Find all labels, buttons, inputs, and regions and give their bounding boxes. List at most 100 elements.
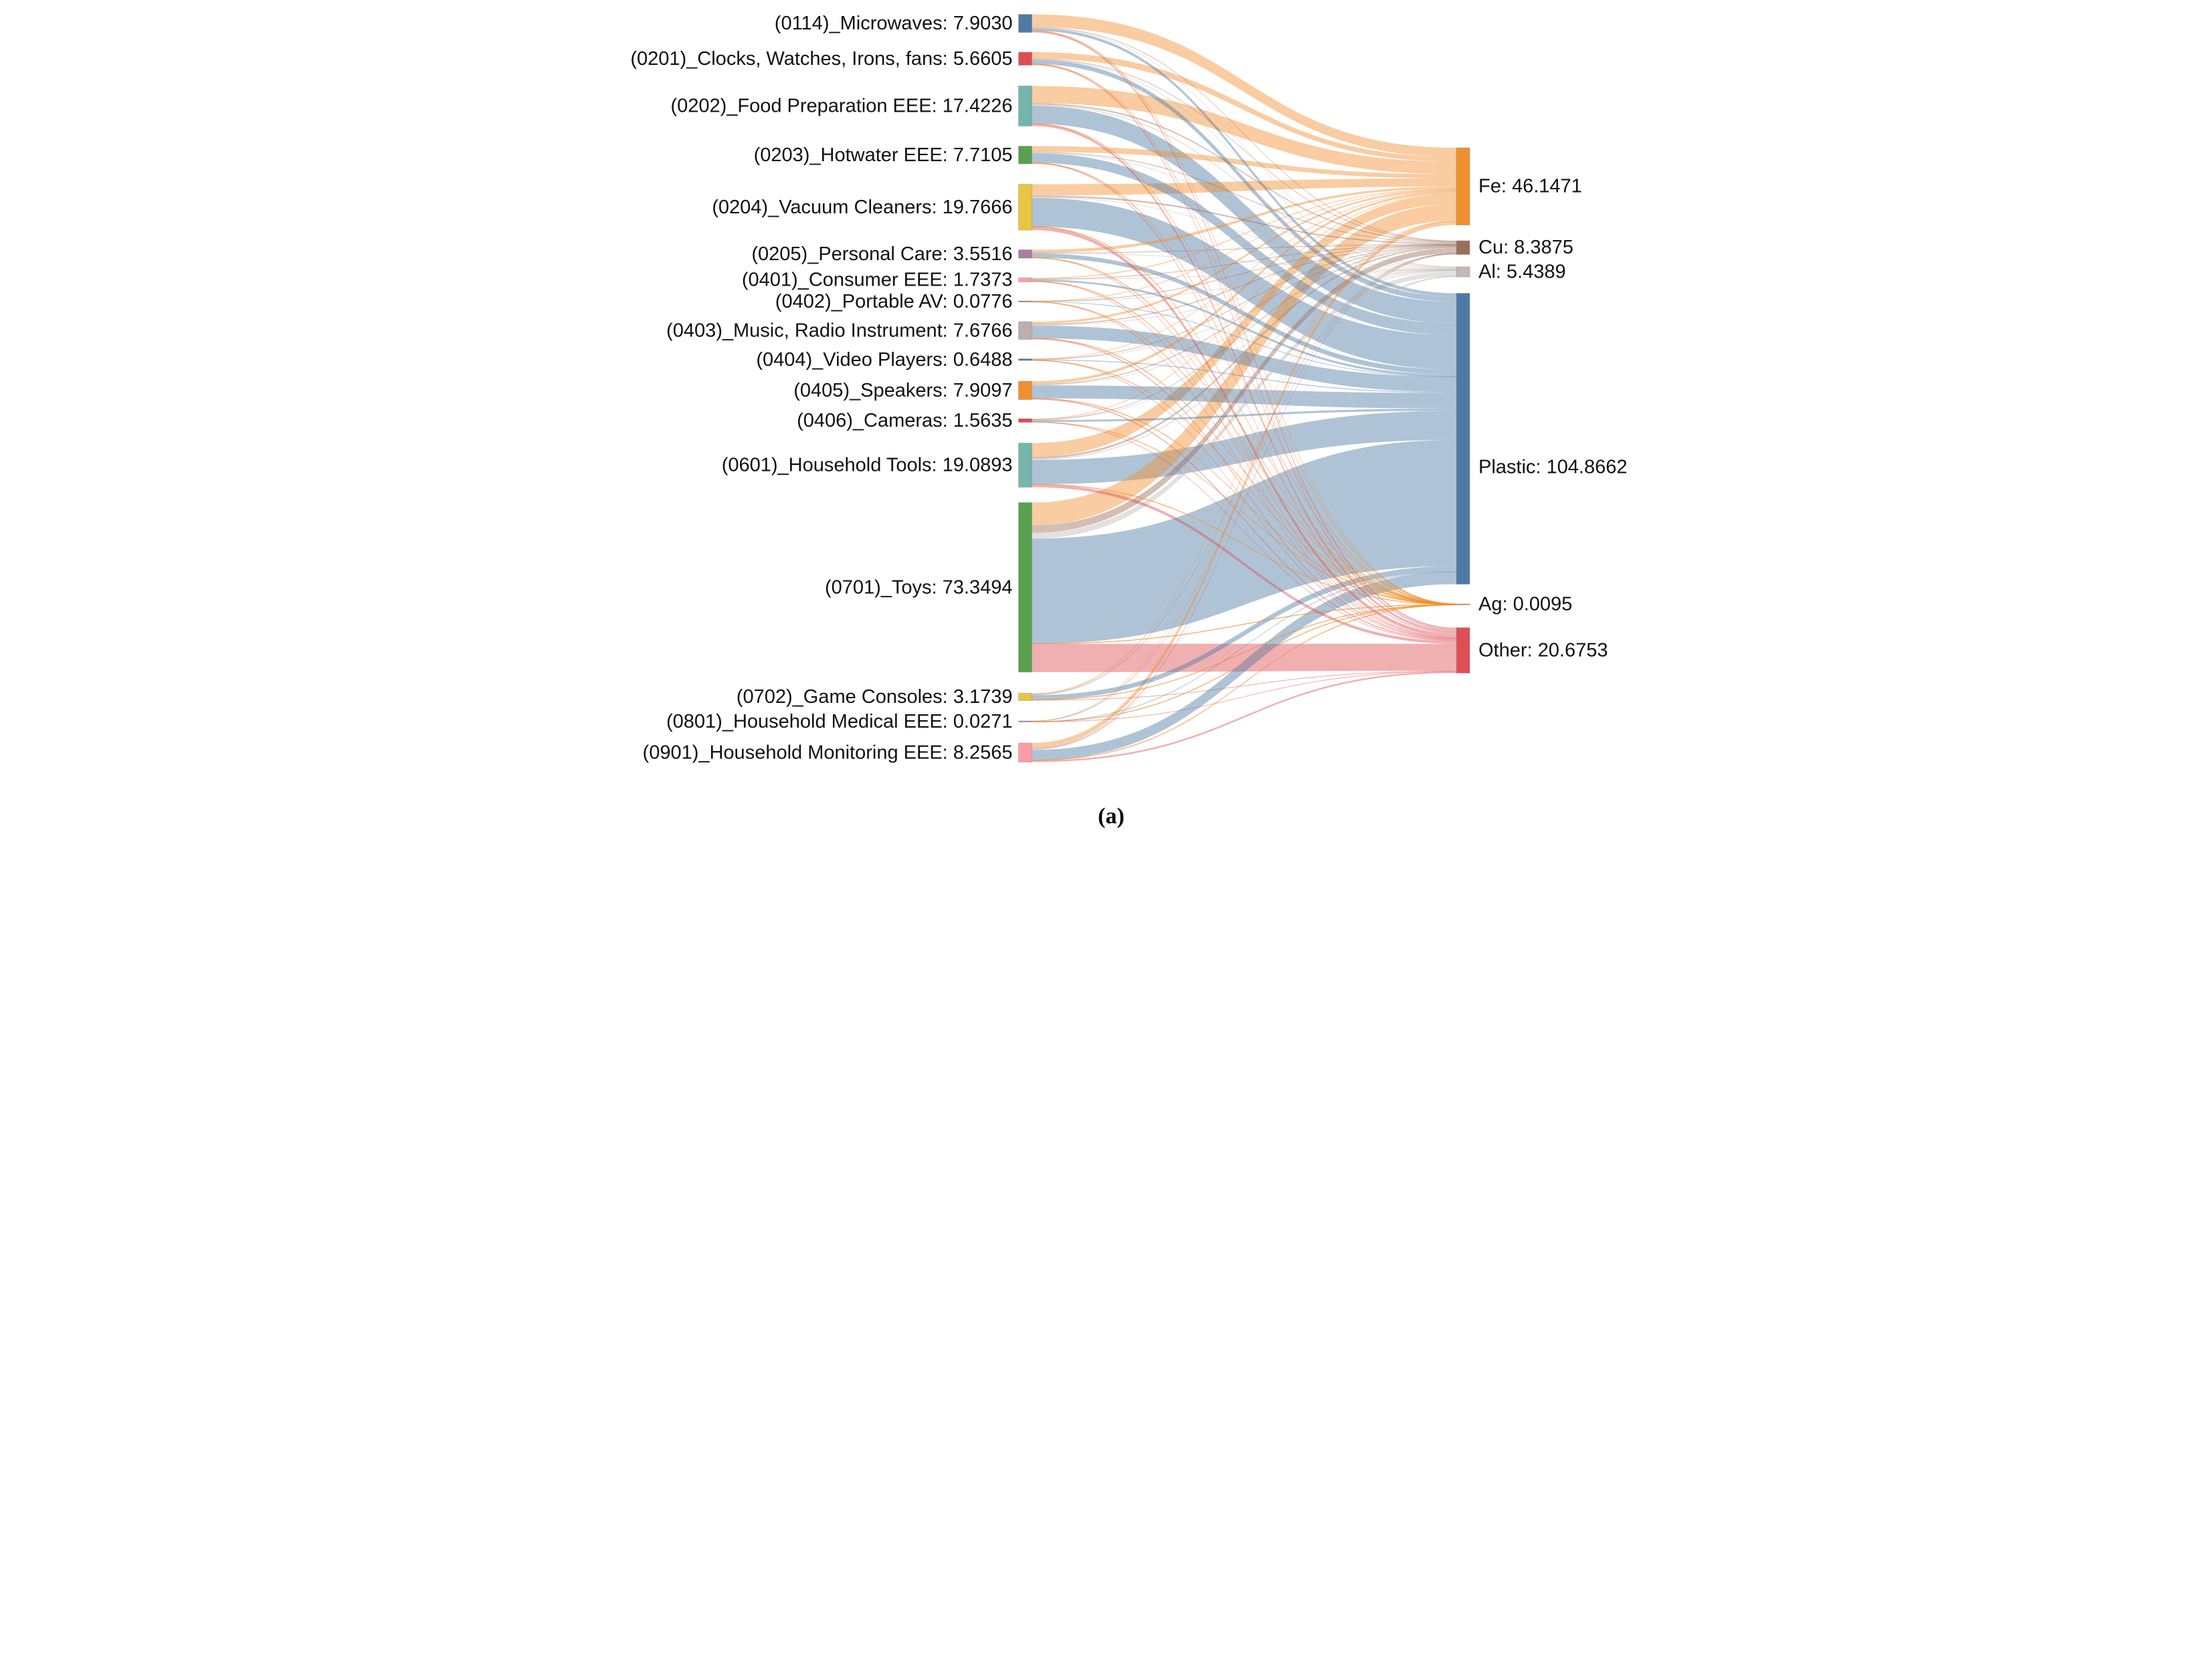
sankey-link-0702-game-consoles-to-cu[interactable] [1032, 253, 1456, 696]
sankey-link-0406-cameras-to-ag[interactable] [1032, 421, 1456, 605]
sankey-link-0701-toys-to-al[interactable] [1032, 272, 1456, 539]
sankey-link-0402-portable-av-to-fe[interactable] [1032, 189, 1456, 302]
sankey-link-0403-music-radio-instrument-to-fe[interactable] [1032, 189, 1456, 324]
sankey-node-0405-speakers[interactable] [1018, 381, 1032, 400]
sankey-link-0201-clocks-watches-irons-fans-to-ag[interactable] [1032, 64, 1456, 605]
sankey-link-0203-hotwater-eee-to-ag[interactable] [1032, 162, 1456, 605]
sankey-link-0403-music-radio-instrument-to-other[interactable] [1032, 338, 1456, 639]
sankey-link-0404-video-players-to-fe[interactable] [1032, 191, 1456, 360]
sankey-link-0404-video-players-to-al[interactable] [1032, 270, 1456, 360]
sankey-node-0403-music-radio-instrument[interactable] [1018, 321, 1032, 340]
sankey-link-0201-clocks-watches-irons-fans-to-al[interactable] [1032, 59, 1456, 268]
sankey-link-0901-household-monitoring-eee-to-ag[interactable] [1032, 604, 1456, 761]
sankey-link-0901-household-monitoring-eee-to-fe[interactable] [1032, 221, 1456, 748]
sankey-link-0202-food-preparation-eee-to-plastic[interactable] [1032, 106, 1456, 324]
sankey-link-0405-speakers-to-ag[interactable] [1032, 398, 1456, 605]
sankey-link-0402-portable-av-to-ag[interactable] [1032, 301, 1456, 605]
sankey-link-0404-video-players-to-other[interactable] [1032, 360, 1456, 640]
sankey-link-0601-household-tools-to-al[interactable] [1032, 270, 1456, 460]
sankey-link-0801-household-medical-eee-to-plastic[interactable] [1032, 571, 1456, 722]
sankey-node-0404-video-players[interactable] [1018, 358, 1032, 361]
sankey-link-0403-music-radio-instrument-to-ag[interactable] [1032, 338, 1456, 605]
sankey-link-0701-toys-to-fe[interactable] [1032, 204, 1456, 526]
sankey-link-0401-consumer-eee-to-other[interactable] [1032, 281, 1456, 639]
sankey-link-0204-vacuum-cleaners-to-plastic[interactable] [1032, 197, 1456, 370]
sankey-link-0601-household-tools-to-other[interactable] [1032, 484, 1456, 644]
sankey-link-0205-personal-care-to-fe[interactable] [1032, 186, 1456, 253]
sankey-link-0114-microwaves-to-fe[interactable] [1032, 14, 1456, 157]
sankey-link-0403-music-radio-instrument-to-al[interactable] [1032, 269, 1456, 326]
sankey-node-cu[interactable] [1456, 240, 1470, 255]
sankey-link-0401-consumer-eee-to-fe[interactable] [1032, 189, 1456, 280]
sankey-link-0401-consumer-eee-to-plastic[interactable] [1032, 279, 1456, 377]
sankey-link-0403-music-radio-instrument-to-cu[interactable] [1032, 245, 1456, 326]
sankey-node-0801-household-medical-eee[interactable] [1018, 720, 1032, 722]
sankey-link-0801-household-medical-eee-to-ag[interactable] [1032, 604, 1456, 722]
sankey-node-0201-clocks-watches-irons-fans[interactable] [1018, 51, 1032, 66]
sankey-node-0701-toys[interactable] [1018, 502, 1032, 673]
sankey-link-0203-hotwater-eee-to-fe[interactable] [1032, 146, 1456, 179]
sankey-link-0203-hotwater-eee-to-other[interactable] [1032, 163, 1456, 634]
sankey-link-0114-microwaves-to-other[interactable] [1032, 30, 1456, 629]
sankey-link-0702-game-consoles-to-ag[interactable] [1032, 604, 1456, 701]
sankey-link-0201-clocks-watches-irons-fans-to-other[interactable] [1032, 64, 1456, 631]
sankey-link-0701-toys-to-other[interactable] [1032, 643, 1456, 672]
sankey-link-0204-vacuum-cleaners-to-fe[interactable] [1032, 178, 1456, 196]
sankey-link-0702-game-consoles-to-other[interactable] [1032, 670, 1456, 701]
sankey-link-0205-personal-care-to-al[interactable] [1032, 253, 1456, 270]
sankey-link-0403-music-radio-instrument-to-plastic[interactable] [1032, 325, 1456, 393]
sankey-link-0204-vacuum-cleaners-to-ag[interactable] [1032, 226, 1456, 605]
sankey-link-0601-household-tools-to-plastic[interactable] [1032, 411, 1456, 485]
sankey-link-0404-video-players-to-cu[interactable] [1032, 245, 1456, 360]
sankey-link-0701-toys-to-cu[interactable] [1032, 247, 1456, 533]
sankey-node-plastic[interactable] [1456, 293, 1470, 585]
sankey-node-0204-vacuum-cleaners[interactable] [1018, 184, 1032, 231]
sankey-link-0205-personal-care-to-other[interactable] [1032, 257, 1456, 638]
sankey-node-fe[interactable] [1456, 147, 1470, 225]
sankey-link-0402-portable-av-to-al[interactable] [1032, 269, 1456, 302]
sankey-node-0114-microwaves[interactable] [1018, 14, 1032, 33]
sankey-link-0201-clocks-watches-irons-fans-to-fe[interactable] [1032, 52, 1456, 162]
sankey-node-0901-household-monitoring-eee[interactable] [1018, 742, 1032, 762]
sankey-link-0901-household-monitoring-eee-to-plastic[interactable] [1032, 571, 1456, 760]
sankey-node-0401-consumer-eee[interactable] [1018, 278, 1032, 282]
sankey-link-0205-personal-care-to-ag[interactable] [1032, 257, 1456, 605]
sankey-link-0202-food-preparation-eee-to-other[interactable] [1032, 123, 1456, 633]
sankey-link-0114-microwaves-to-al[interactable] [1032, 27, 1456, 268]
sankey-link-0405-speakers-to-plastic[interactable] [1032, 385, 1456, 409]
sankey-link-0801-household-medical-eee-to-al[interactable] [1032, 276, 1456, 722]
sankey-link-0601-household-tools-to-cu[interactable] [1032, 246, 1456, 459]
sankey-node-al[interactable] [1456, 266, 1470, 278]
sankey-link-0405-speakers-to-fe[interactable] [1032, 191, 1456, 385]
sankey-link-0401-consumer-eee-to-al[interactable] [1032, 269, 1456, 280]
sankey-link-0702-game-consoles-to-al[interactable] [1032, 276, 1456, 696]
sankey-link-0201-clocks-watches-irons-fans-to-cu[interactable] [1032, 58, 1456, 242]
sankey-link-0801-household-medical-eee-to-other[interactable] [1032, 671, 1456, 722]
sankey-link-0202-food-preparation-eee-to-cu[interactable] [1032, 103, 1456, 243]
sankey-link-0404-video-players-to-ag[interactable] [1032, 360, 1456, 605]
sankey-node-0601-household-tools[interactable] [1018, 443, 1032, 488]
sankey-link-0114-microwaves-to-plastic[interactable] [1032, 27, 1456, 297]
sankey-link-0404-video-players-to-plastic[interactable] [1032, 359, 1456, 393]
sankey-link-0204-vacuum-cleaners-to-other[interactable] [1032, 226, 1456, 637]
sankey-link-0801-household-medical-eee-to-cu[interactable] [1032, 253, 1456, 722]
sankey-link-0205-personal-care-to-plastic[interactable] [1032, 253, 1456, 375]
sankey-link-0601-household-tools-to-ag[interactable] [1032, 484, 1456, 605]
sankey-link-0114-microwaves-to-cu[interactable] [1032, 27, 1456, 241]
sankey-link-0204-vacuum-cleaners-to-cu[interactable] [1032, 195, 1456, 245]
sankey-link-0406-cameras-to-al[interactable] [1032, 270, 1456, 421]
sankey-link-0201-clocks-watches-irons-fans-to-plastic[interactable] [1032, 60, 1456, 302]
sankey-node-0203-hotwater-eee[interactable] [1018, 146, 1032, 165]
sankey-link-0702-game-consoles-to-plastic[interactable] [1032, 566, 1456, 700]
sankey-node-0202-food-preparation-eee[interactable] [1018, 86, 1032, 126]
sankey-link-0702-game-consoles-to-fe[interactable] [1032, 220, 1456, 695]
sankey-node-other[interactable] [1456, 627, 1470, 673]
sankey-link-0203-hotwater-eee-to-cu[interactable] [1032, 152, 1456, 243]
sankey-link-0202-food-preparation-eee-to-fe[interactable] [1032, 86, 1456, 175]
sankey-link-0406-cameras-to-cu[interactable] [1032, 246, 1456, 421]
sankey-link-0405-speakers-to-cu[interactable] [1032, 245, 1456, 385]
sankey-link-0405-speakers-to-other[interactable] [1032, 398, 1456, 641]
sankey-link-0203-hotwater-eee-to-plastic[interactable] [1032, 152, 1456, 336]
sankey-link-0701-toys-to-plastic[interactable] [1032, 439, 1456, 644]
sankey-node-0406-cameras[interactable] [1018, 418, 1032, 423]
